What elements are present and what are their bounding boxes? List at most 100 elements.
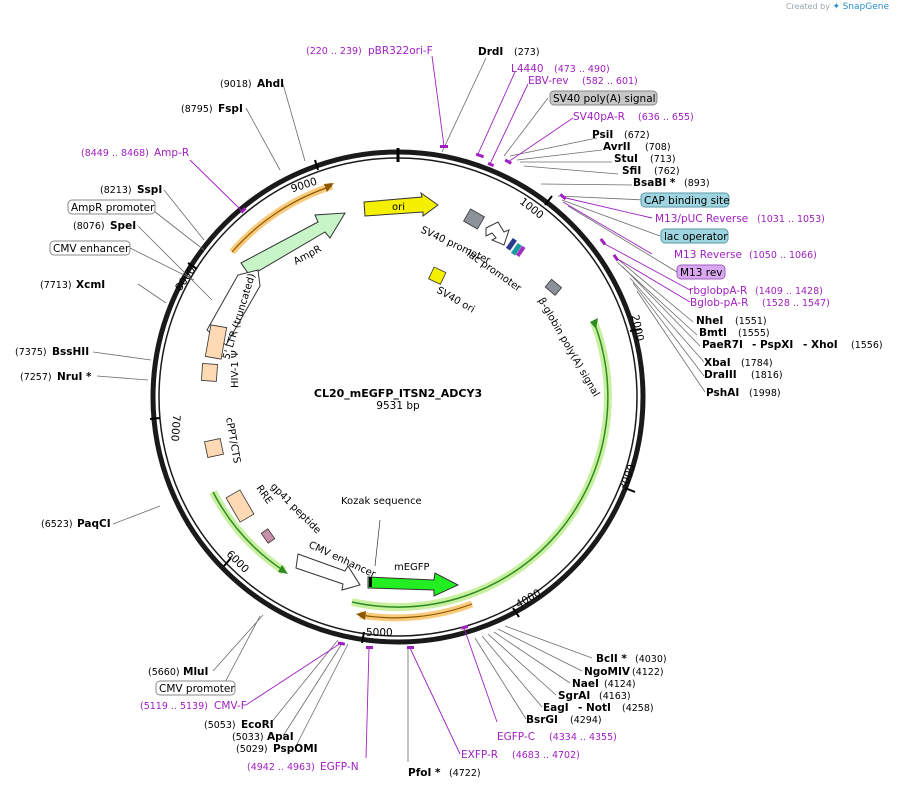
site-bcli-pos: (4030) [635,654,667,665]
site-bsrgi: BsrGI [526,714,558,726]
sv40-ori-label: SV40 ori [435,285,477,316]
site-labels: DrdI (273) PsiI (672) AvrII (708) StuI (… [15,46,883,779]
site-noti-pos: (4258) [622,703,654,714]
site-ngomiv-pos: (4122) [632,667,664,678]
primer-exfp-r-range: (4683 .. 4702) [512,750,580,761]
primer-rbglobpa-r-name: rbglobpA-R [689,285,747,297]
tick-4000 [512,607,520,618]
primer-amp-r-range: (8449 .. 8468) [81,148,149,159]
site-ahdi: AhdI [257,78,284,90]
site-paqci: PaqCI [77,518,111,530]
site-avrii-pos: (708) [645,142,671,153]
primer-bglob-pa-r-range: (1528 .. 1547) [762,298,830,309]
site-sfii: SfiI [622,165,641,177]
site-pfoi: PfoI * [408,767,441,779]
lac-operator-label: lac operator [664,231,728,243]
ampr-promoter-box [67,199,156,215]
backbone [150,148,646,645]
site-ecori: EcoRI [241,719,274,731]
site-xbai-pos: (1784) [741,358,773,369]
primer-egfp-c-name: EGFP-C [497,731,535,743]
site-ecori-pos: (5053) [204,720,236,731]
ltr-peach-box [204,324,228,360]
site-xcmi-pos: (7713) [40,280,72,291]
site-bmti-pos: (1555) [738,328,770,339]
primer-exfp-r-name: EXFP-R [461,749,498,761]
cmv-promoter-label: CMV promoter [159,683,235,695]
snapgene-credit: Created by ✦ SnapGene [786,2,889,12]
site-sgrai: SgrAI [558,690,590,702]
site-eagi: EagI [543,702,569,714]
site-pspomi: PspOMI [273,743,318,755]
site-sspi: SspI [137,184,162,196]
primer-egfp-c-range: (4334 .. 4355) [549,732,617,743]
tick-label-7000: 7000 [168,414,182,442]
site-sgrai-pos: (4163) [599,691,631,702]
site-nhei-pos: (1551) [735,316,767,327]
ori-label: ori [392,202,405,213]
tick-8000 [187,262,198,270]
primer-bglob-pa-r-name: Bglob-pA-R [690,297,748,309]
primer-ticks [240,145,620,649]
cap-site-glyph [505,237,517,251]
cap-label: CAP binding site [644,195,730,207]
primer-cmv-f-name: CMV-F [214,700,247,712]
site-nrui: NruI * [57,371,92,383]
site-noti: - NotI [578,702,611,714]
site-xcmi: XcmI [76,279,105,291]
globin-green-head [590,318,598,329]
site-paer7i: PaeR7I [702,339,743,351]
hiv-psi-label: HIV-1 Ψ [230,350,241,388]
primer-m13puc-range: (1031 .. 1053) [757,214,825,225]
site-ngomiv: NgoMIV [584,666,631,678]
site-paqci-pos: (6523) [41,519,73,530]
tick-label-8000: 8000 [173,265,198,294]
leader-lines [92,57,706,762]
m13-rev-label: M13 rev [680,267,723,279]
site-naei-pos: (4124) [604,679,636,690]
primer-leader-lines [189,55,691,759]
site-pshai-pos: (1998) [749,388,781,399]
amp-r-arc-line [231,185,333,253]
primer-cmv-f-range: (5119 .. 5139) [140,701,208,712]
site-sfii-pos: (762) [654,166,680,177]
sv40-polya-box [549,90,658,106]
site-pspxi: - PspXI [752,339,793,351]
cppt-label: cPPT/CTS [223,417,242,465]
lentiviral-green-glow [209,490,287,575]
ampr-promoter-label: AmpR promoter [71,202,155,214]
primer-m13-reverse-range: (1050 .. 1066) [749,250,817,261]
site-pfoi-pos: (4722) [449,768,481,779]
lentiviral-green-arc [212,491,285,572]
primer-amp-r-name: Amp-R [154,147,189,159]
site-stui: StuI [614,153,638,165]
bglobin-label: β-globin poly(A) signal [535,296,601,399]
site-apai-pos: (5033) [232,732,264,743]
cmv-enhancer-inner-arrow [295,553,361,591]
sv40-promoter-box [463,208,485,230]
m13-glyph [515,245,526,258]
tick-5000 [361,631,365,644]
sv40-polya-label: SV40 poly(A) signal [553,93,656,105]
m13-rev-box [676,264,726,280]
primer-pbr322ori-name: pBR322ori-F [368,45,433,57]
kozak-glyph [369,577,372,587]
lentiviral-green-head [278,565,288,574]
site-drdi: DrdI [478,46,503,58]
site-draiii: DraIII [704,369,737,381]
lac-operator-glyph [510,242,522,256]
cap-box [640,192,730,208]
tick-2000 [629,328,642,332]
tick-6000 [223,557,232,567]
primer-m13puc-name: M13/pUC Reverse [655,213,748,225]
site-fspi-pos: (8795) [181,104,213,115]
plasmid-length: 9531 bp [376,400,420,412]
site-drdi-pos: (273) [514,47,540,58]
primer-egfp-n-range: (4942 .. 4963) [247,762,315,773]
site-mlui-pos: (5660) [148,667,180,678]
megfp-label: mEGFP [394,562,430,573]
primer-sv40pa-r-range: (636 .. 655) [638,112,694,123]
site-bsabi-pos: (893) [684,178,710,189]
egfp-orange-line [359,603,473,619]
site-bsabi: BsaBI * [633,177,676,189]
